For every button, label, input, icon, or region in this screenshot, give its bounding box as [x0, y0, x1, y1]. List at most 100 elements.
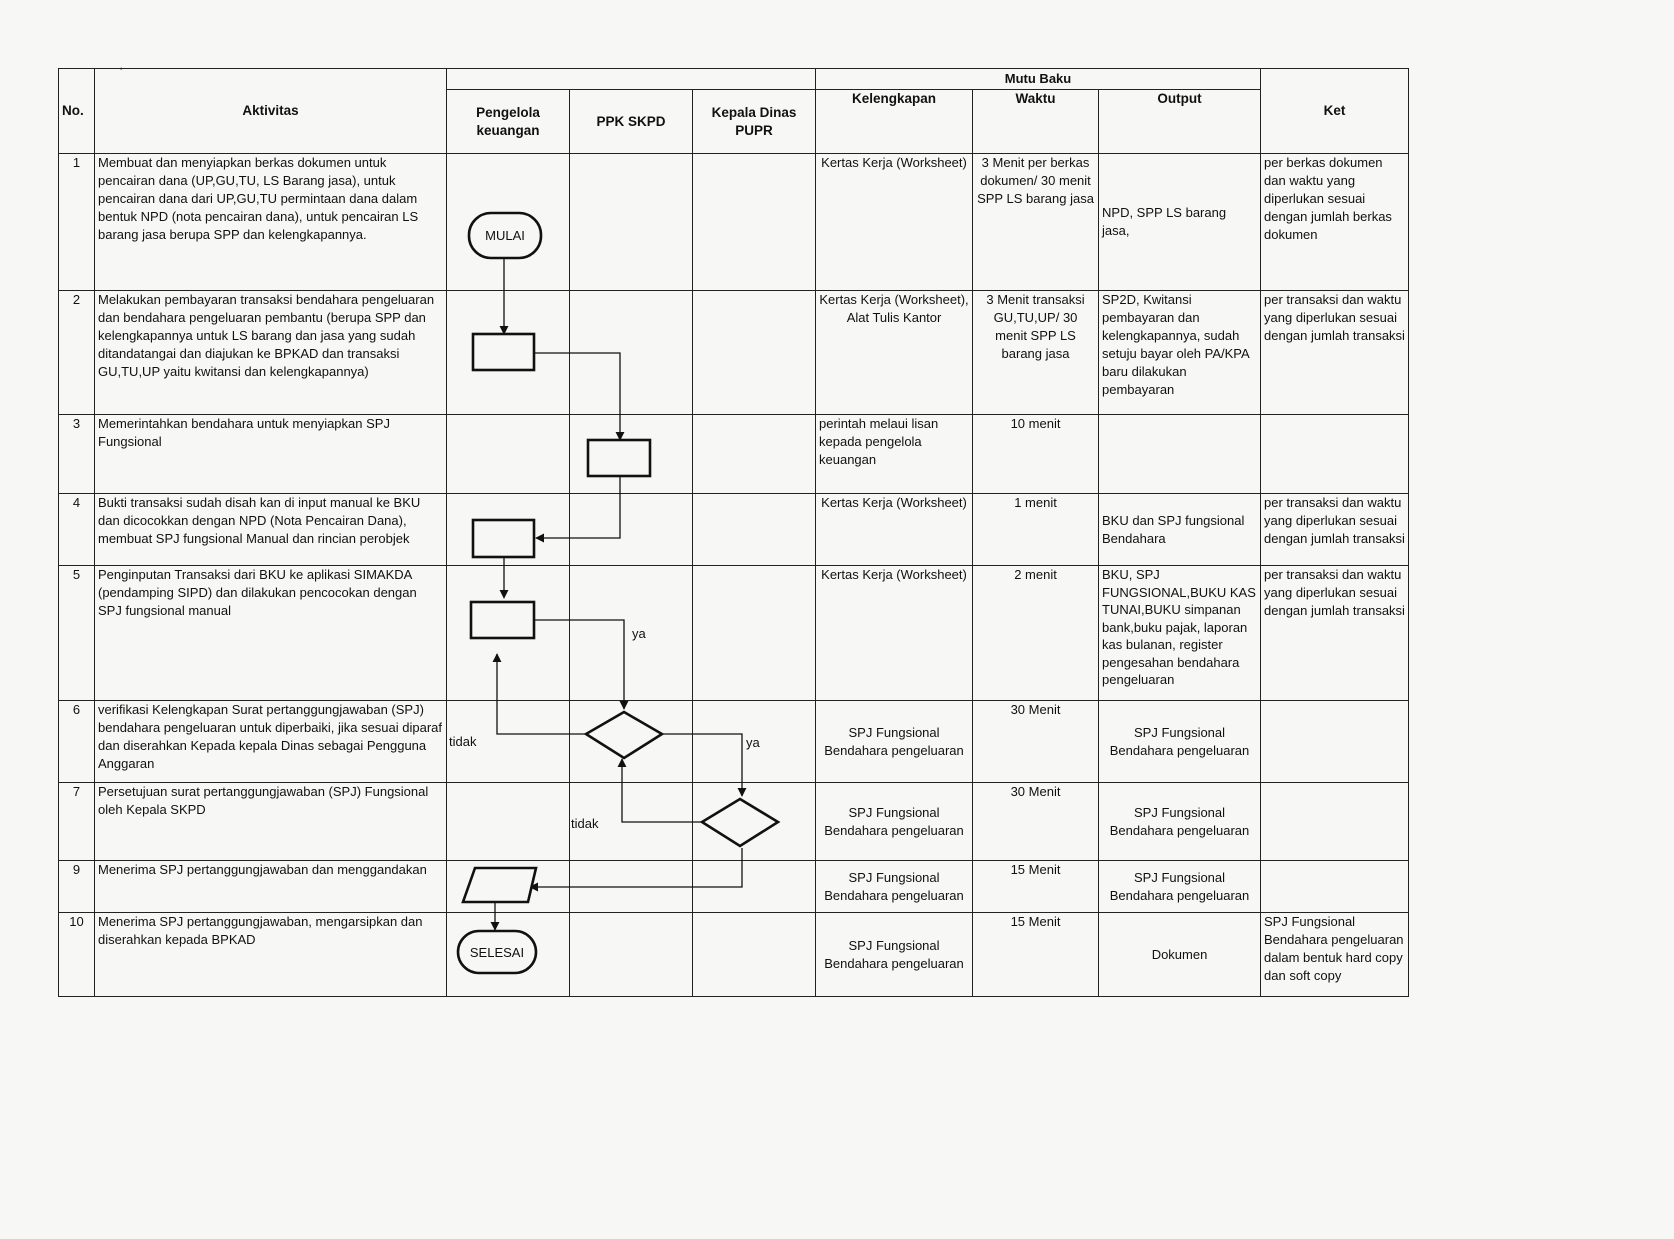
sop-table: No. Aktivitas Mutu Baku Ket Pengelola ke…	[58, 68, 1410, 997]
table-row: 4 Bukti transaksi sudah disah kan di inp…	[58, 493, 1410, 566]
row-kelengkapan: Kertas Kerja (Worksheet), Alat Tulis Kan…	[815, 290, 974, 415]
row-ket	[1260, 860, 1410, 913]
row-aktivitas: Melakukan pembayaran transaksi bendahara…	[94, 290, 447, 415]
row-no: 7	[58, 782, 95, 861]
row-ket: per transaksi dan waktu yang diperlukan …	[1260, 493, 1410, 566]
lane-cell	[691, 700, 817, 783]
lane-cell	[446, 700, 570, 783]
header-lane-ppk: PPK SKPD	[569, 89, 693, 154]
row-waktu: 1 menit	[972, 493, 1100, 566]
table-row: 5 Penginputan Transaksi dari BKU ke apli…	[58, 565, 1410, 701]
row-aktivitas: Membuat dan menyiapkan berkas dokumen un…	[94, 153, 447, 291]
row-kelengkapan: Kertas Kerja (Worksheet)	[815, 153, 974, 291]
lane-cell	[446, 565, 570, 701]
row-ket: per transaksi dan waktu yang diperlukan …	[1260, 565, 1410, 701]
row-kelengkapan: SPJ Fungsional Bendahara pengeluaran	[815, 860, 974, 913]
row-output: BKU, SPJ FUNGSIONAL,BUKU KAS TUNAI,BUKU …	[1098, 565, 1262, 701]
row-output: BKU dan SPJ fungsional Bendahara	[1098, 493, 1262, 566]
row-kelengkapan: SPJ Fungsional Bendahara pengeluaran	[815, 912, 974, 997]
row-ket: SPJ Fungsional Bendahara pengeluaran dal…	[1260, 912, 1410, 997]
table-row: 6 verifikasi Kelengkapan Surat pertanggu…	[58, 700, 1410, 783]
lane-cell	[446, 414, 570, 494]
row-ket	[1260, 414, 1410, 494]
row-waktu: 15 Menit	[972, 860, 1100, 913]
lane-cell	[569, 565, 693, 701]
header-mutu-baku: Mutu Baku	[815, 68, 1262, 90]
row-aktivitas: Menerima SPJ pertanggungjawaban dan meng…	[94, 860, 447, 913]
row-output: NPD, SPP LS barang jasa,	[1098, 153, 1262, 291]
row-no: 10	[58, 912, 95, 997]
row-aktivitas: Persetujuan surat pertanggungjawaban (SP…	[94, 782, 447, 861]
row-no: 9	[58, 860, 95, 913]
lane-cell	[569, 782, 693, 861]
lane-cell	[691, 153, 817, 291]
row-waktu: 2 menit	[972, 565, 1100, 701]
row-kelengkapan: perintah melaui lisan kepada pengelola k…	[815, 414, 974, 494]
row-aktivitas: Memerintahkan bendahara untuk menyiapkan…	[94, 414, 447, 494]
table-row: 9 Menerima SPJ pertanggungjawaban dan me…	[58, 860, 1410, 913]
table-row: 1 Membuat dan menyiapkan berkas dokumen …	[58, 153, 1410, 291]
row-ket	[1260, 782, 1410, 861]
lane-cell	[446, 912, 570, 997]
row-no: 6	[58, 700, 95, 783]
header-lane-pengelola: Pengelola keuangan	[446, 89, 570, 154]
table-row: 7 Persetujuan surat pertanggungjawaban (…	[58, 782, 1410, 861]
lane-cell	[569, 414, 693, 494]
row-ket: per berkas dokumen dan waktu yang diperl…	[1260, 153, 1410, 291]
lane-cell	[446, 290, 570, 415]
table-row: 10 Menerima SPJ pertanggungjawaban, meng…	[58, 912, 1410, 997]
lane-cell	[569, 860, 693, 913]
header-no: No.	[58, 68, 95, 154]
lane-cell	[569, 153, 693, 291]
row-output: Dokumen	[1098, 912, 1262, 997]
lane-cell	[691, 565, 817, 701]
lane-cell	[691, 912, 817, 997]
row-output: SPJ Fungsional Bendahara pengeluaran	[1098, 860, 1262, 913]
lane-cell	[691, 414, 817, 494]
row-waktu: 3 Menit transaksi GU,TU,UP/ 30 menit SPP…	[972, 290, 1100, 415]
row-kelengkapan: Kertas Kerja (Worksheet)	[815, 493, 974, 566]
lane-cell	[569, 912, 693, 997]
row-ket: per transaksi dan waktu yang diperlukan …	[1260, 290, 1410, 415]
row-aktivitas: Penginputan Transaksi dari BKU ke aplika…	[94, 565, 447, 701]
row-aktivitas: verifikasi Kelengkapan Surat pertanggung…	[94, 700, 447, 783]
header-lane-kepala: Kepala Dinas PUPR	[691, 89, 817, 154]
lane-cell	[691, 860, 817, 913]
lane-cell	[691, 782, 817, 861]
row-output: SPJ Fungsional Bendahara pengeluaran	[1098, 700, 1262, 783]
lane-cell	[446, 153, 570, 291]
row-no: 1	[58, 153, 95, 291]
row-aktivitas: Bukti transaksi sudah disah kan di input…	[94, 493, 447, 566]
lane-cell	[446, 493, 570, 566]
row-waktu: 30 Menit	[972, 700, 1100, 783]
row-ket	[1260, 700, 1410, 783]
row-waktu: 3 Menit per berkas dokumen/ 30 menit SPP…	[972, 153, 1100, 291]
lane-cell	[569, 700, 693, 783]
row-no: 3	[58, 414, 95, 494]
row-output: SP2D, Kwitansi pembayaran dan kelengkapa…	[1098, 290, 1262, 415]
row-aktivitas: Menerima SPJ pertanggungjawaban, mengars…	[94, 912, 447, 997]
header-waktu: Waktu	[972, 89, 1100, 154]
row-kelengkapan: Kertas Kerja (Worksheet)	[815, 565, 974, 701]
lane-cell	[691, 290, 817, 415]
lane-cell	[569, 290, 693, 415]
lane-cell	[691, 493, 817, 566]
header-ket: Ket	[1260, 68, 1410, 154]
table-row: 2 Melakukan pembayaran transaksi bendaha…	[58, 290, 1410, 415]
row-waktu: 15 Menit	[972, 912, 1100, 997]
row-no: 4	[58, 493, 95, 566]
row-output: SPJ Fungsional Bendahara pengeluaran	[1098, 782, 1262, 861]
header-aktivitas: Aktivitas	[94, 68, 447, 154]
lane-cell	[569, 493, 693, 566]
row-waktu: 30 Menit	[972, 782, 1100, 861]
table-row: 3 Memerintahkan bendahara untuk menyiapk…	[58, 414, 1410, 494]
row-kelengkapan: SPJ Fungsional Bendahara pengeluaran	[815, 782, 974, 861]
row-no: 2	[58, 290, 95, 415]
lane-cell	[446, 782, 570, 861]
row-waktu: 10 menit	[972, 414, 1100, 494]
row-kelengkapan: SPJ Fungsional Bendahara pengeluaran	[815, 700, 974, 783]
row-no: 5	[58, 565, 95, 701]
header-lanes-top	[445, 68, 817, 90]
header-output: Output	[1098, 89, 1262, 154]
